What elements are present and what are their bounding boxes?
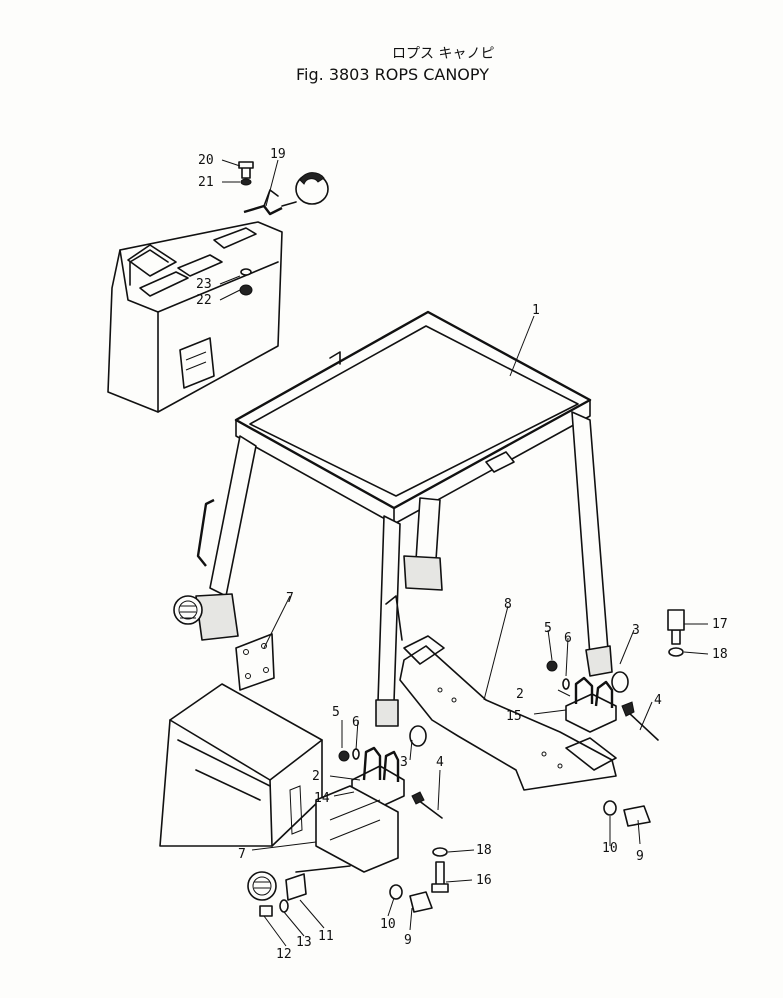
callout-23: 23 bbox=[196, 277, 212, 292]
callout-5: 5 bbox=[332, 705, 340, 720]
callout-11: 11 bbox=[318, 929, 334, 944]
callout-7: 7 bbox=[286, 591, 294, 606]
title-katakana: ロプス キャノピ bbox=[392, 46, 494, 62]
leader-lines bbox=[219, 159, 709, 947]
callout-18: 18 bbox=[476, 843, 492, 858]
callout-12: 12 bbox=[276, 947, 292, 962]
callout-2: 2 bbox=[516, 687, 524, 702]
mount-bracket-15 bbox=[546, 660, 659, 741]
battery-cover bbox=[159, 683, 399, 917]
callout-21: 21 bbox=[198, 175, 214, 190]
callout-17: 17 bbox=[712, 617, 728, 632]
callout-10: 10 bbox=[602, 841, 618, 856]
callout-14: 14 bbox=[314, 791, 330, 806]
callout-5: 5 bbox=[544, 621, 552, 636]
callout-labels: 1 2 2 3 3 4 4 5 5 6 6 7 7 8 9 9 10 10 11… bbox=[196, 147, 728, 962]
callout-19: 19 bbox=[270, 147, 286, 162]
callout-6: 6 bbox=[352, 715, 360, 730]
callout-3: 3 bbox=[400, 755, 408, 770]
callout-18: 18 bbox=[712, 647, 728, 662]
callout-8: 8 bbox=[504, 597, 512, 612]
callout-22: 22 bbox=[196, 293, 212, 308]
callout-20: 20 bbox=[198, 153, 214, 168]
figure-title: Fig. 3803 ROPS CANOPY bbox=[296, 65, 489, 84]
callout-6: 6 bbox=[564, 631, 572, 646]
rops-canopy-frame bbox=[195, 310, 613, 727]
callout-9: 9 bbox=[404, 933, 412, 948]
callout-2: 2 bbox=[312, 769, 320, 784]
mounting-bracket-8 bbox=[399, 635, 617, 791]
callout-1: 1 bbox=[532, 303, 540, 318]
callout-15: 15 bbox=[506, 709, 522, 724]
callout-7: 7 bbox=[238, 847, 246, 862]
bottom-hardware bbox=[389, 609, 685, 913]
callout-10: 10 bbox=[380, 917, 396, 932]
callout-16: 16 bbox=[476, 873, 492, 888]
callout-13: 13 bbox=[296, 935, 312, 950]
callout-9: 9 bbox=[636, 849, 644, 864]
callout-4: 4 bbox=[654, 693, 662, 708]
callout-4: 4 bbox=[436, 755, 444, 770]
callout-3: 3 bbox=[632, 623, 640, 638]
tank-lamp-assembly bbox=[238, 161, 329, 296]
fuel-tank bbox=[107, 221, 283, 413]
